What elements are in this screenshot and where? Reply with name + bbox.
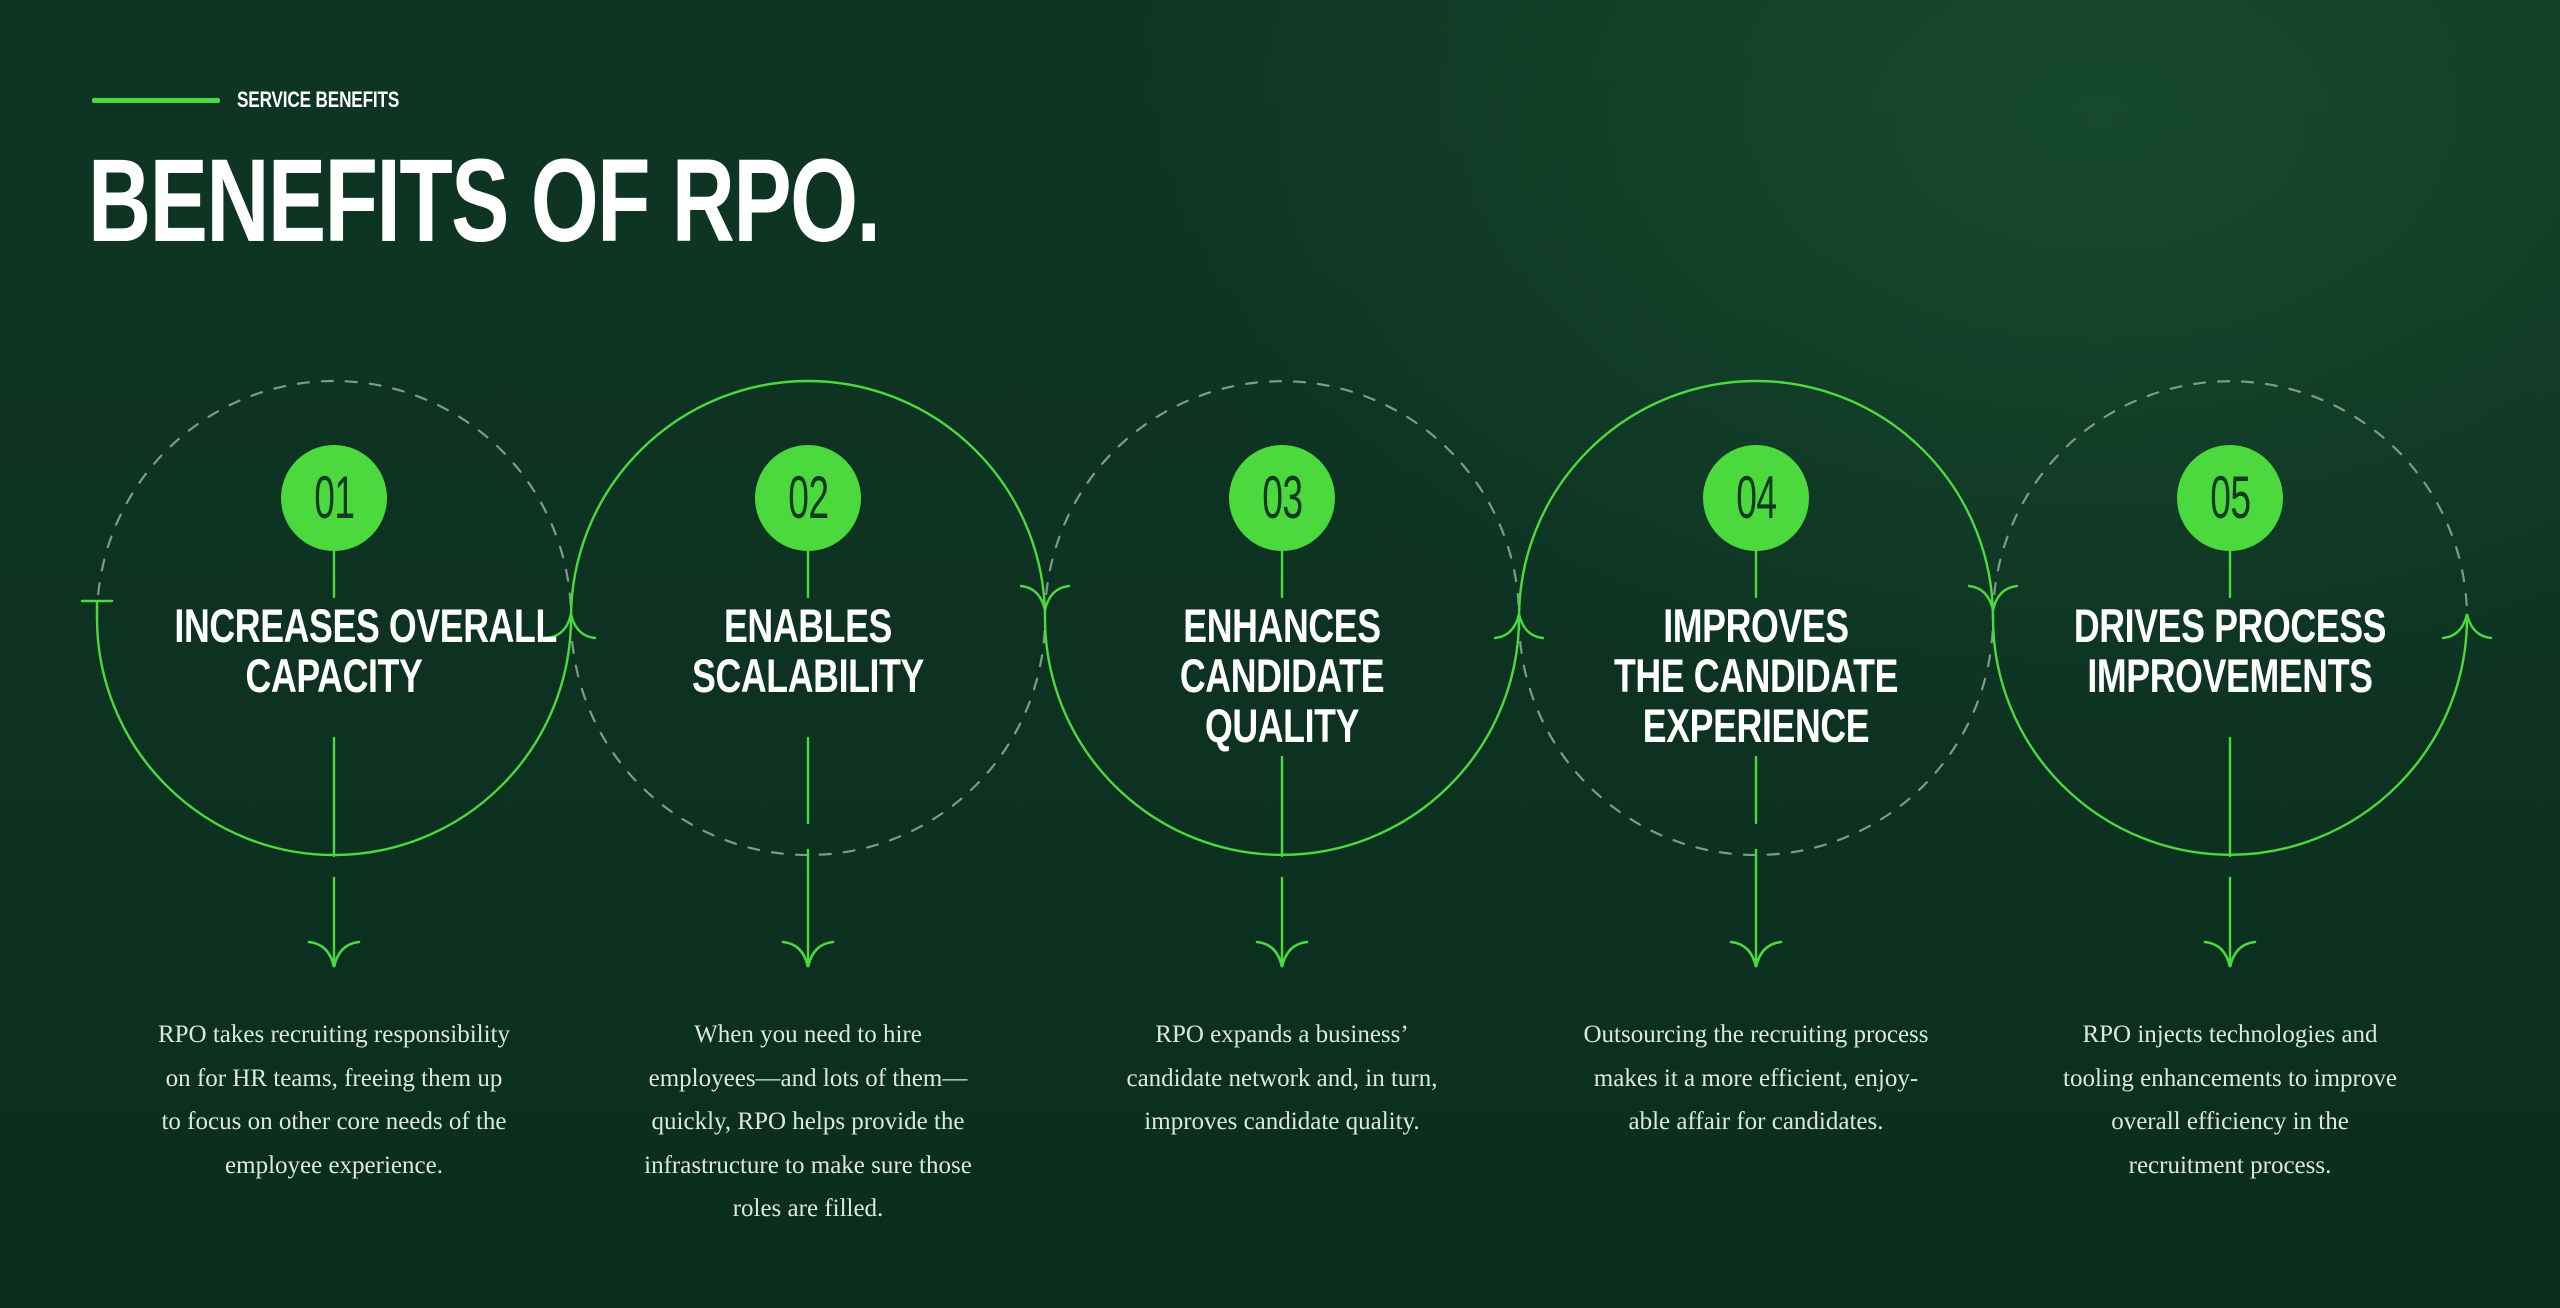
circle-3-dashed-top (1043, 379, 1521, 620)
arrow-down-icon (1967, 584, 2019, 611)
bottom-arrowheads (307, 940, 2257, 968)
arrow-down-icon (1019, 584, 1071, 611)
step-title: ENABLES SCALABILITY (598, 601, 1018, 701)
arrow-up-icon (1493, 613, 1545, 640)
step-title-line: ENABLES (723, 599, 893, 652)
step-number-badge: 03 (1229, 445, 1335, 551)
arc-arrowheads (545, 584, 2493, 640)
step-description-line: improves candidate quality. (1144, 1108, 1420, 1135)
step-description: RPO injects technologies and tooling enh… (2020, 1013, 2440, 1187)
arrow-down-icon (781, 940, 835, 968)
circle-1-dashed-top (95, 379, 573, 620)
step-number: 04 (1735, 464, 1777, 531)
step-description: When you need to hire employees—and lots… (598, 1013, 1018, 1231)
step-title-line: INCREASES OVERALL (174, 599, 557, 652)
step-title-line: IMPROVES (1663, 599, 1849, 652)
arrow-up-icon (545, 613, 597, 640)
circle-4-solid-top (1517, 379, 1995, 620)
step-title-line: SCALABILITY (692, 649, 924, 702)
arrow-down-icon (1255, 940, 1309, 968)
step-description-line: employee experience. (225, 1151, 443, 1179)
step-title: ENHANCES CANDIDATE QUALITY (1072, 601, 1492, 751)
step-description-line: able affair for candidates. (1628, 1108, 1884, 1135)
step-description-line: RPO expands a business’ (1155, 1021, 1409, 1048)
page-title: BENEFITS OF RPO. (88, 135, 881, 267)
step-description-line: overall efficiency in the (2111, 1108, 2349, 1135)
step-number: 05 (2209, 464, 2251, 531)
step-description-line: RPO injects technologies and (2082, 1021, 2378, 1048)
step-description-line: RPO takes recruiting responsibility (157, 1021, 511, 1048)
arrow-down-icon (1729, 940, 1783, 968)
step-description-line: to focus on other core needs of the (161, 1108, 507, 1135)
step-number: 01 (313, 464, 355, 531)
step-description: RPO expands a business’ candidate networ… (1072, 1013, 1492, 1144)
circle-2-solid-top (569, 379, 1047, 620)
step-number-badge: 05 (2177, 445, 2283, 551)
step-description-line: When you need to hire (694, 1021, 922, 1048)
step-description-line: roles are filled. (732, 1195, 884, 1222)
eyebrow-accent-line (92, 97, 220, 103)
step-number: 02 (787, 464, 829, 531)
step-description-line: infrastructure to make sure those (644, 1151, 972, 1179)
arrow-down-icon (307, 940, 361, 968)
step-description-line: tooling enhancements to improve (2063, 1064, 2397, 1092)
step-title: INCREASES OVERALL CAPACITY (124, 599, 557, 702)
dashed-arcs (95, 379, 2469, 857)
arrow-up-icon (2441, 613, 2493, 640)
step-title-line: QUALITY (1204, 699, 1360, 752)
step-description-line: recruitment process. (2128, 1151, 2332, 1179)
step-description-line: employees—and lots of them— (648, 1064, 968, 1092)
step-title-line: EXPERIENCE (1642, 699, 1870, 752)
step-number-badge: 01 (281, 445, 387, 551)
step-title-line: THE CANDIDATE (1613, 649, 1899, 702)
step-description-line: makes it a more efficient, enjoy- (1593, 1064, 1919, 1092)
step-description-line: quickly, RPO helps provide the (651, 1108, 965, 1135)
step-title-line: IMPROVEMENTS (2087, 649, 2373, 702)
step-number-badge: 04 (1703, 445, 1809, 551)
step-description: RPO takes recruiting responsibility on f… (124, 1013, 544, 1187)
step-title-line: ENHANCES (1183, 599, 1381, 652)
step-title-line: CAPACITY (245, 649, 423, 702)
step-description: Outsourcing the recruiting process makes… (1546, 1013, 1966, 1144)
circle-2-dashed-bottom (569, 616, 1047, 857)
step-number: 03 (1261, 464, 1303, 531)
step-title: IMPROVES THE CANDIDATE EXPERIENCE (1546, 601, 1966, 751)
arrow-down-icon (2203, 940, 2257, 968)
circle-4-dashed-bottom (1517, 616, 1995, 857)
step-description-line: on for HR teams, freeing them up (165, 1064, 503, 1092)
eyebrow-label: SERVICE BENEFITS (237, 87, 400, 112)
circle-5-dashed-top (1991, 379, 2469, 620)
step-description-line: candidate network and, in turn, (1126, 1064, 1438, 1092)
step-description-line: Outsourcing the recruiting process (1583, 1021, 1929, 1048)
eyebrow: SERVICE BENEFITS (92, 86, 445, 114)
step-title: DRIVES PROCESS IMPROVEMENTS (2020, 601, 2440, 701)
circle-1-solid-bottom (95, 600, 573, 857)
step-title-line: CANDIDATE (1179, 649, 1385, 702)
stems (332, 549, 2232, 967)
step-number-badge: 02 (755, 445, 861, 551)
step-title-line: DRIVES PROCESS (2073, 599, 2387, 652)
